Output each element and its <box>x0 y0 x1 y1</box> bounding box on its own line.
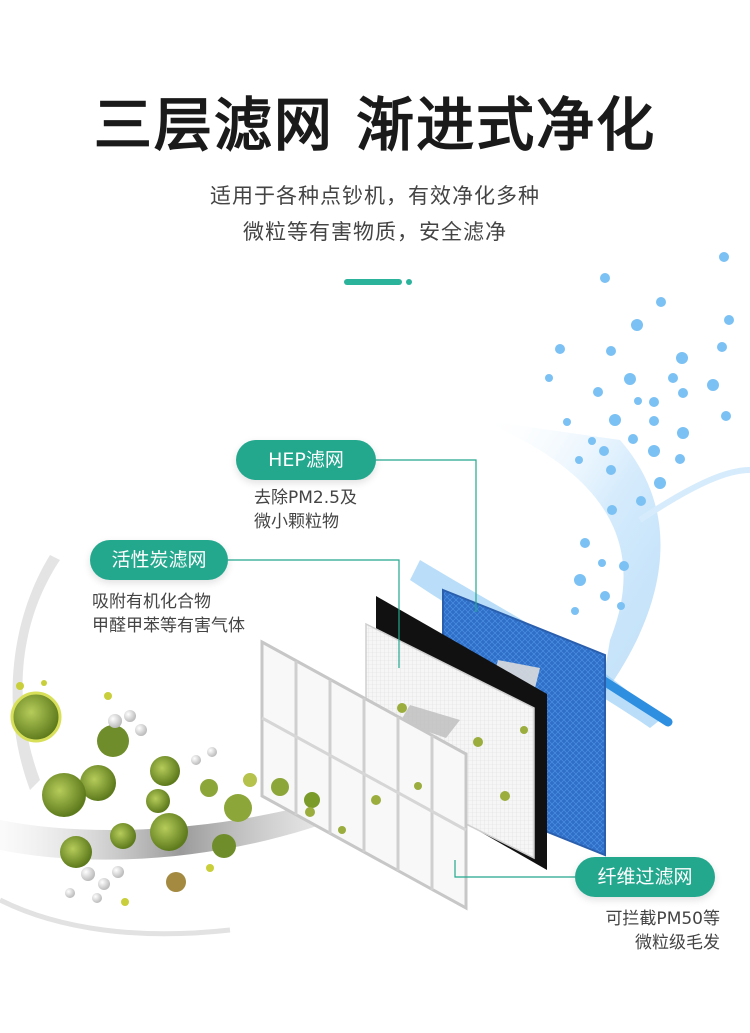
carbon-filter-description: 吸附有机化合物 甲醛甲苯等有害气体 <box>92 590 245 638</box>
fiber-filter-label: 纤维过滤网 <box>575 857 715 897</box>
carbon-desc-line-2: 甲醛甲苯等有害气体 <box>92 616 245 636</box>
fiber-desc-line-1: 可拦截PM50等 <box>605 909 720 929</box>
hep-desc-line-1: 去除PM2.5及 <box>254 488 357 508</box>
carbon-desc-line-1: 吸附有机化合物 <box>92 592 211 612</box>
subtitle-line-2: 微粒等有害物质，安全滤净 <box>243 220 507 244</box>
hep-filter-description: 去除PM2.5及 微小颗粒物 <box>254 486 357 534</box>
hep-desc-line-2: 微小颗粒物 <box>254 512 339 532</box>
fiber-filter <box>260 639 468 911</box>
hep-filter-label: HEP滤网 <box>236 440 376 480</box>
page-title: 三层滤网 渐进式净化 <box>93 91 657 159</box>
leader-lines <box>228 459 575 878</box>
subtitle-line-1: 适用于各种点钞机，有效净化多种 <box>210 184 540 208</box>
trapped-particles <box>305 703 528 834</box>
fiber-filter-description: 可拦截PM50等 微粒级毛发 <box>596 907 720 955</box>
clean-particles <box>545 252 734 615</box>
title-divider <box>344 279 414 287</box>
divider-dot <box>406 279 412 285</box>
carbon-filter-label: 活性炭滤网 <box>90 540 228 580</box>
fiber-desc-line-2: 微粒级毛发 <box>635 933 720 953</box>
germs-cluster <box>10 680 320 906</box>
divider-bar <box>344 279 402 285</box>
